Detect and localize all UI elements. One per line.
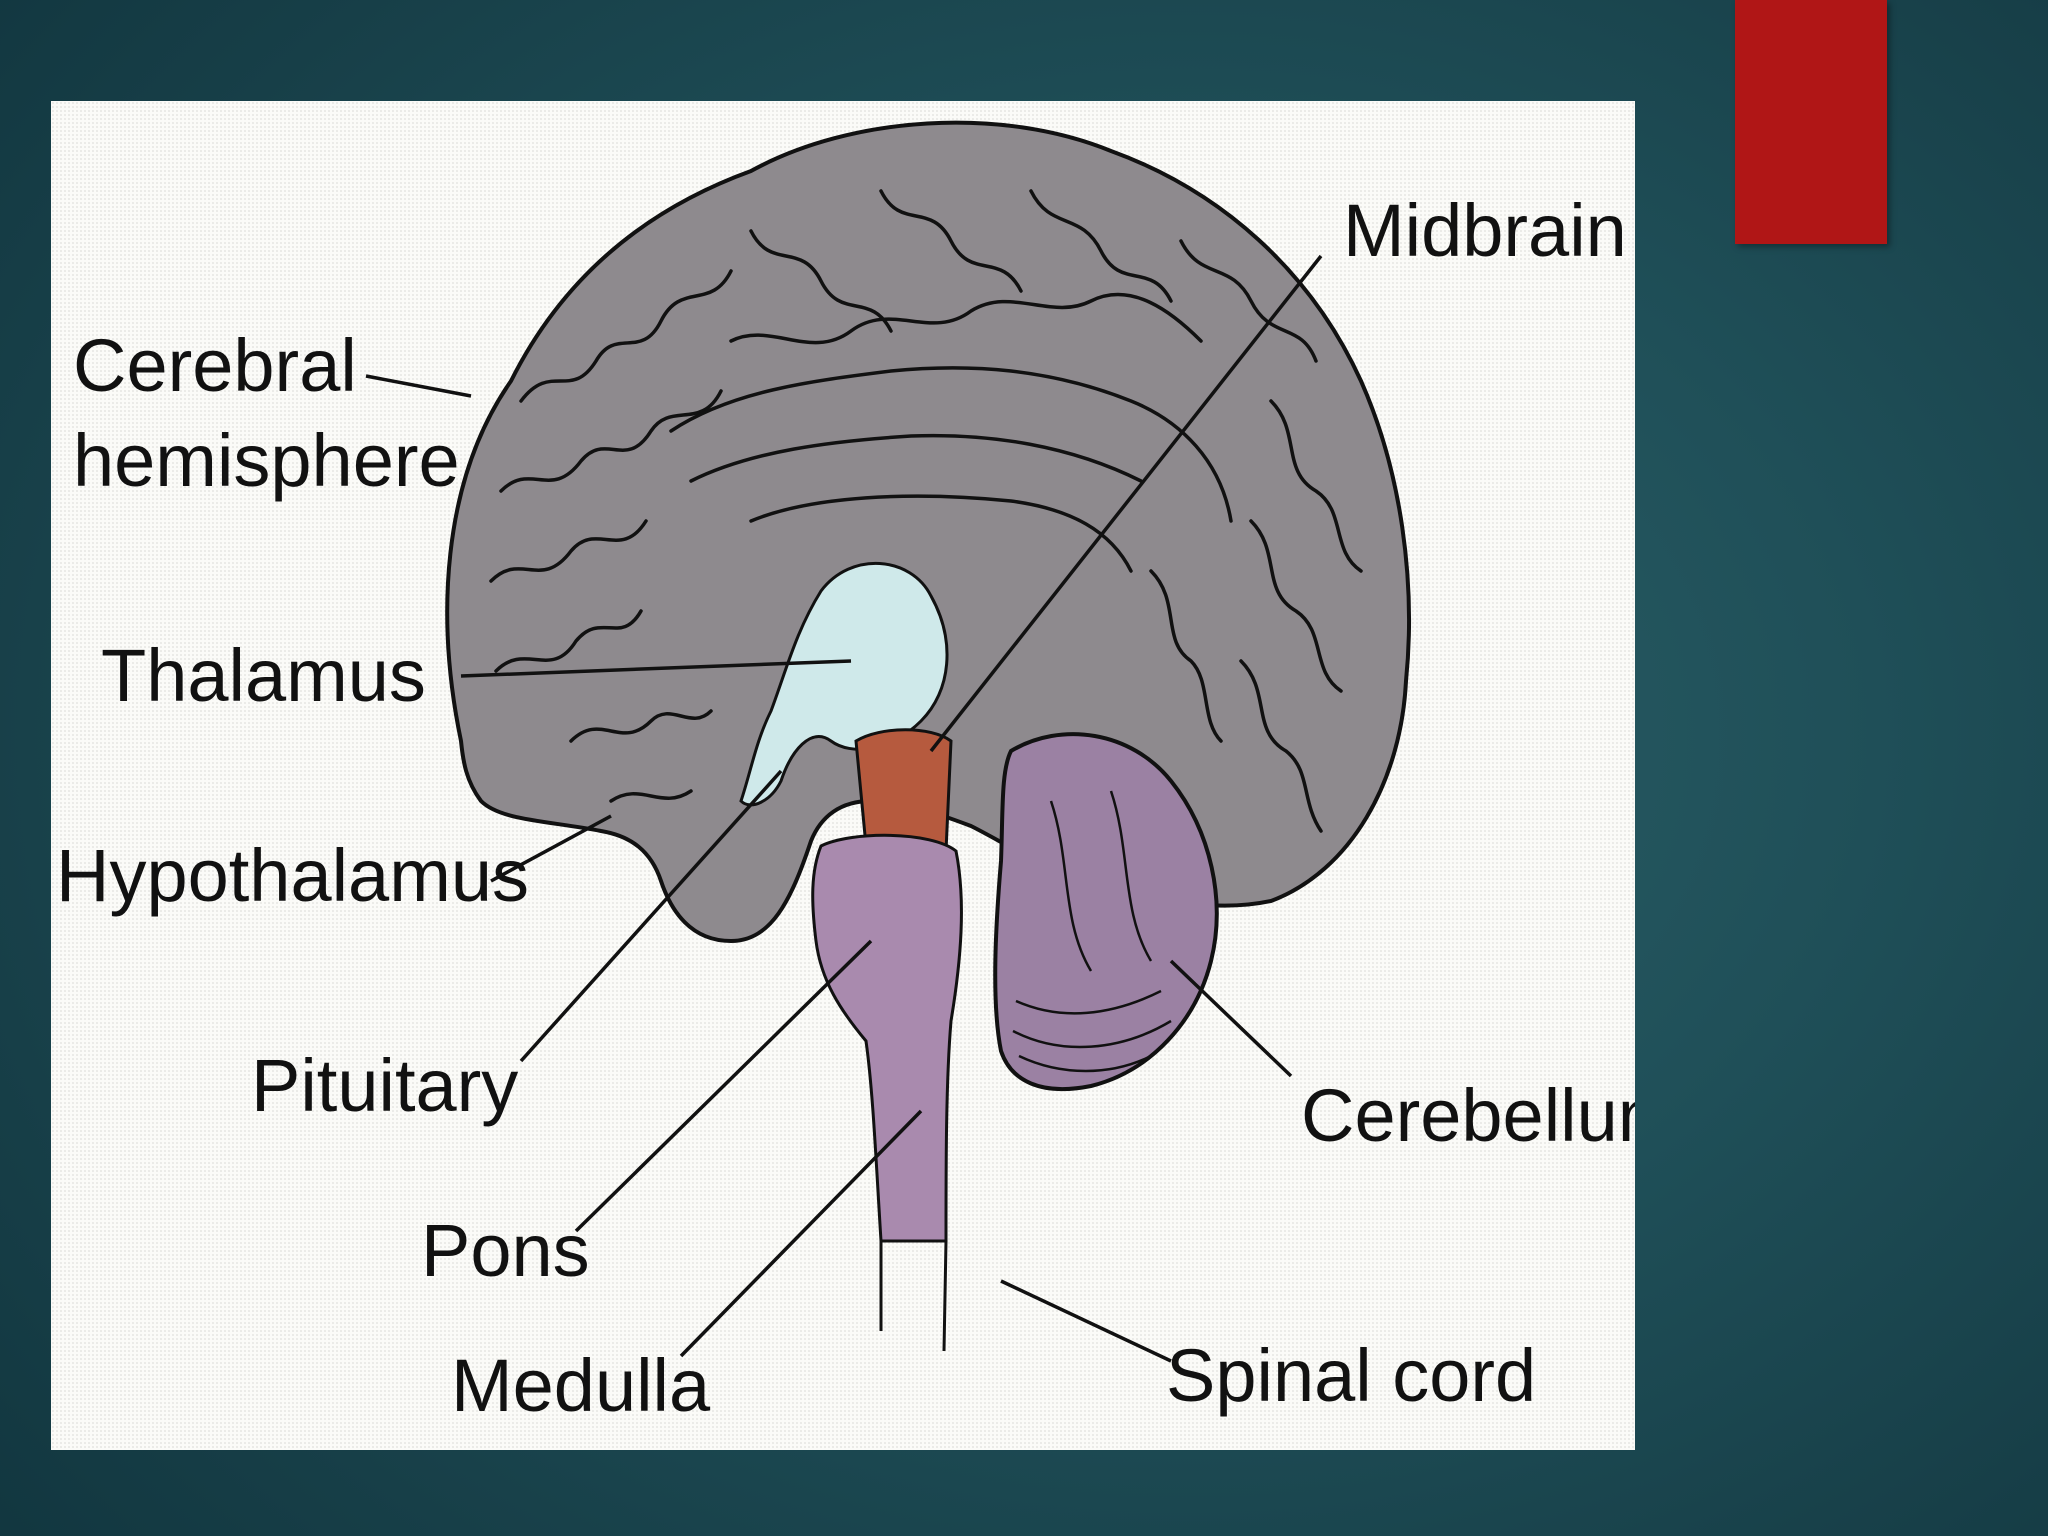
label-medulla: Medulla: [451, 1344, 711, 1427]
label-thalamus: Thalamus: [101, 634, 426, 717]
label-cerebral-line1: Cerebral: [73, 324, 357, 407]
brain-diagram-svg: Cerebral hemisphere Thalamus Hypothalamu…: [51, 101, 1635, 1450]
label-pituitary: Pituitary: [251, 1044, 518, 1127]
label-cerebellum: Cerebellum: [1301, 1074, 1635, 1157]
brain-diagram-figure: Cerebral hemisphere Thalamus Hypothalamu…: [51, 101, 1635, 1450]
red-accent-bar: [1735, 0, 1887, 244]
brainstem-shape: [813, 835, 962, 1241]
label-pons: Pons: [421, 1209, 590, 1292]
midbrain-shape: [856, 730, 951, 851]
label-midbrain: Midbrain: [1343, 189, 1627, 272]
spinal-cord-lines: [881, 1241, 946, 1351]
label-cerebral-line2: hemisphere: [73, 419, 460, 502]
label-hypothalamus: Hypothalamus: [56, 834, 529, 917]
label-spinal-cord: Spinal cord: [1166, 1334, 1536, 1417]
